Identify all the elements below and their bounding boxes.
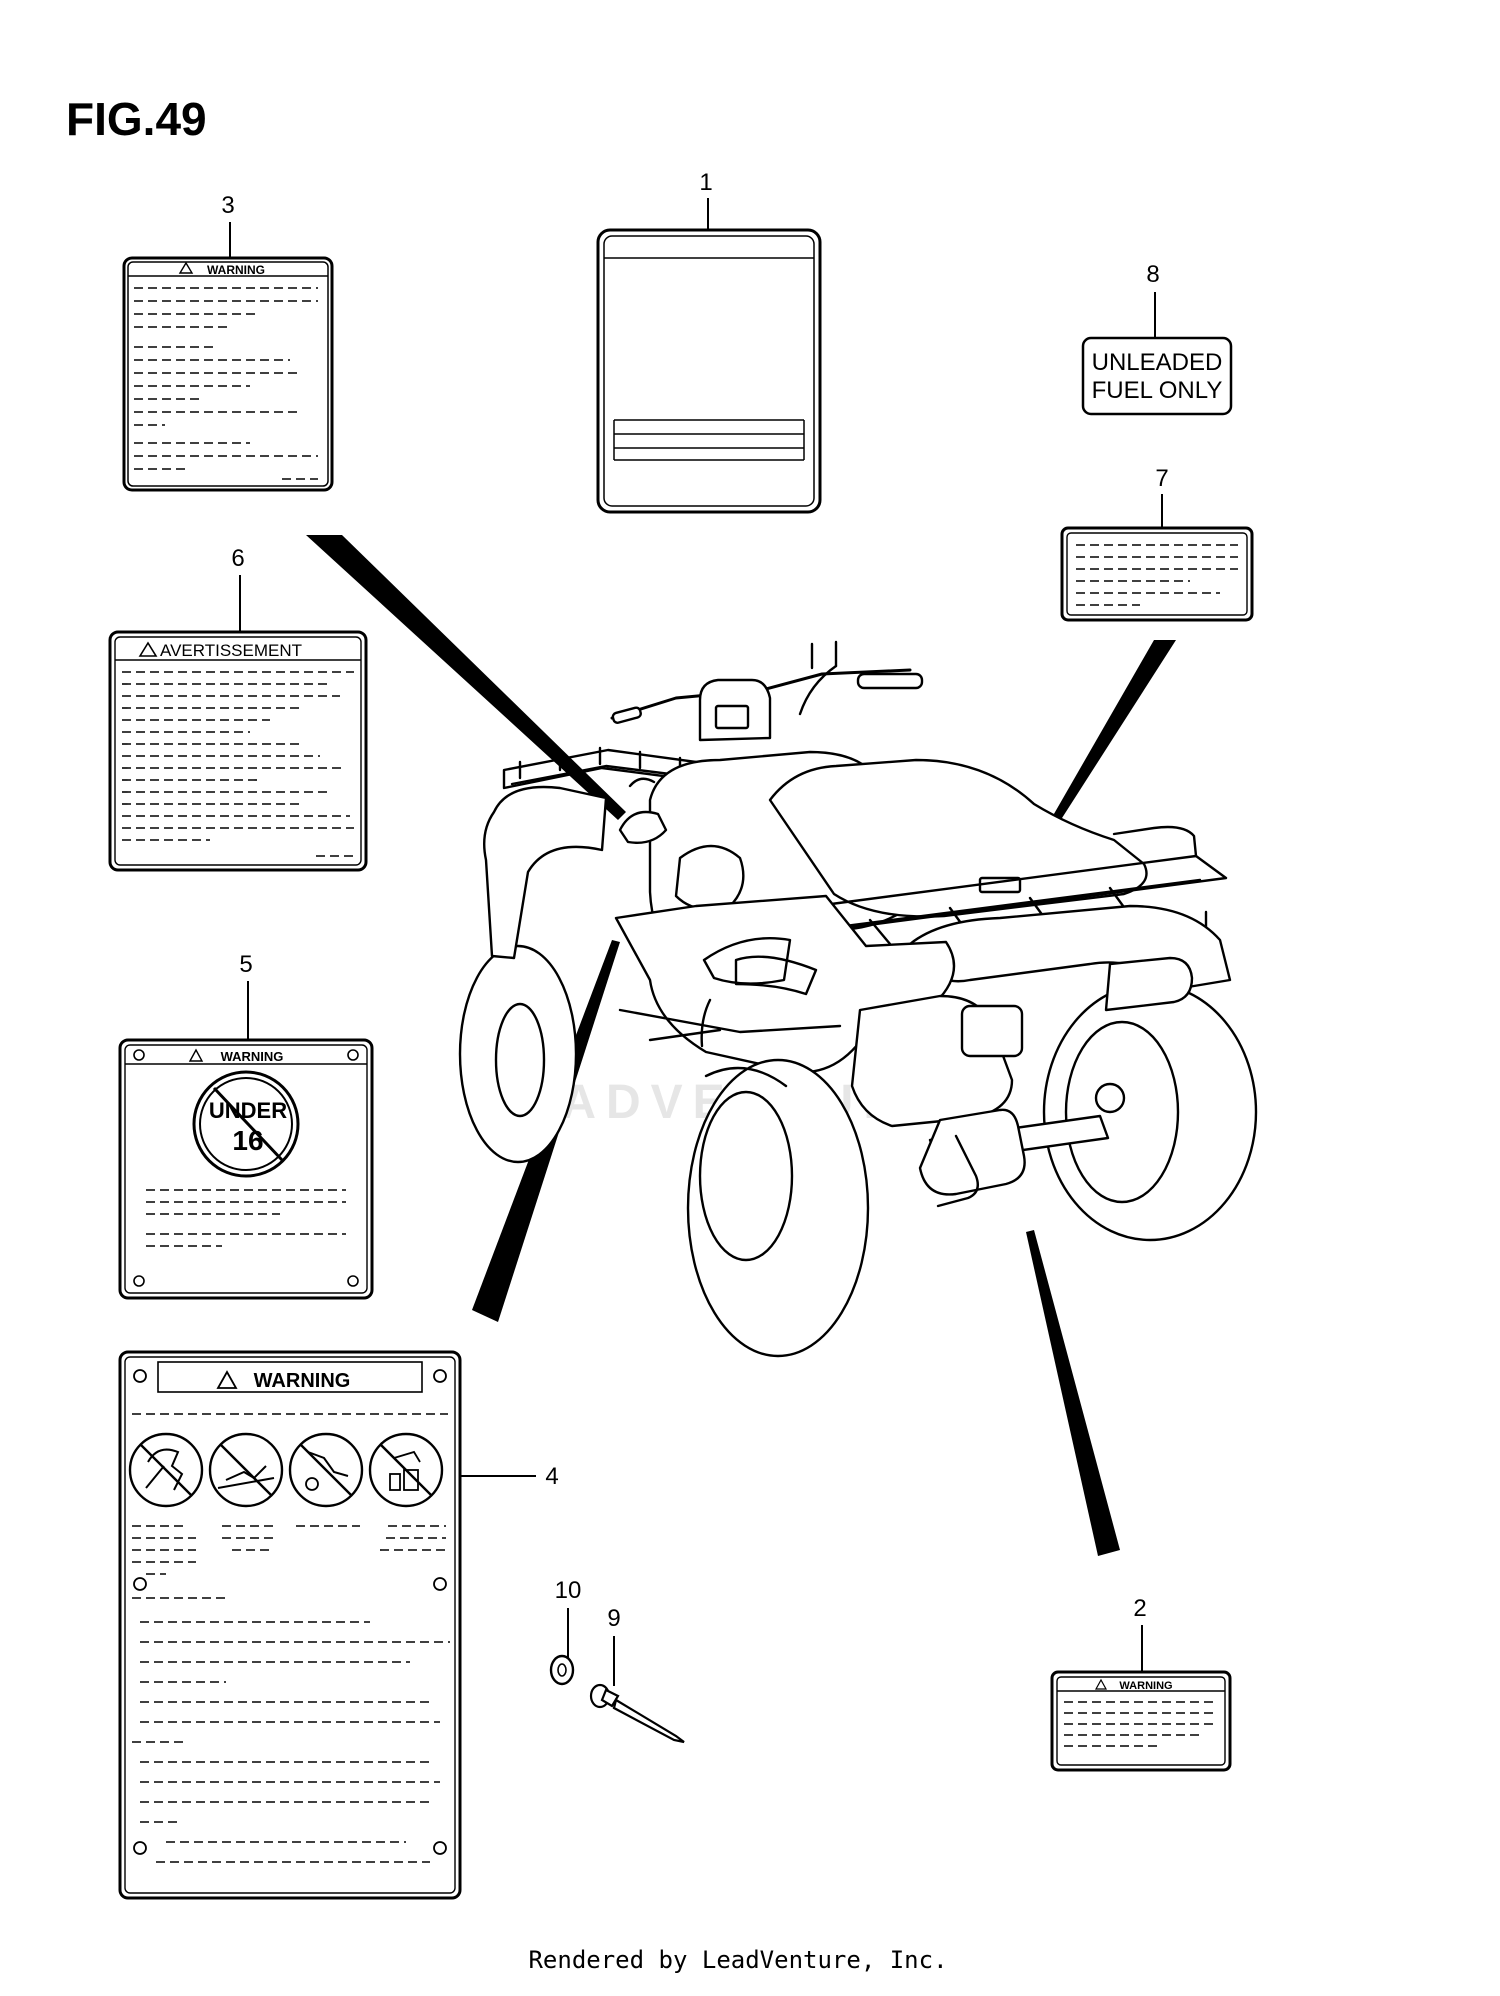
decal-3-header: WARNING (207, 263, 265, 277)
front-near-wheel-rim (698, 1090, 794, 1262)
footer-credit: Rendered by LeadVenture, Inc. (528, 1946, 947, 1974)
pointer-decal-2 (1026, 1230, 1120, 1556)
figure-title: FIG.49 (66, 93, 207, 145)
decal-1-label[interactable]: 1 (596, 169, 822, 514)
part-10-washer[interactable]: 10 (549, 1577, 582, 1686)
pointer-decal-7 (1024, 640, 1176, 868)
under16-text-line1: UNDER (209, 1098, 287, 1123)
rear-hub (1094, 1082, 1126, 1114)
callout-9: 9 (607, 1605, 620, 1632)
decal-6-avertissement-label[interactable]: 6 AVERTISSEMENT (108, 545, 368, 872)
no-stunt-riding-icon (288, 1432, 364, 1508)
no-paved-road-icon (208, 1432, 284, 1508)
under16-text-line2: 16 (232, 1125, 263, 1156)
callout-3: 3 (221, 192, 234, 219)
warning-triangle-icon (188, 1048, 204, 1062)
decal-8-fuel-label[interactable]: 8 UNLEADED FUEL ONLY (1081, 261, 1233, 416)
warning-triangle-icon (178, 261, 194, 274)
callout-10: 10 (555, 1577, 582, 1604)
decal-2-warning-label[interactable]: 2 WARNING (1050, 1595, 1232, 1772)
decal-5-header: WARNING (221, 1049, 284, 1064)
callout-1: 1 (699, 169, 712, 196)
part-9-rivet[interactable]: 9 (589, 1605, 685, 1744)
atv-illustration (458, 640, 1258, 1358)
decal-5-under16-label[interactable]: 5 WARNING UNDER 16 (118, 951, 374, 1300)
decal-3-warning-label[interactable]: 3 WARNING (122, 192, 334, 492)
warning-triangle-icon (1094, 1678, 1108, 1690)
washer-icon (549, 1654, 575, 1686)
fuel-text-line1: UNLEADED (1092, 349, 1223, 376)
callout-2: 2 (1133, 1595, 1146, 1622)
callout-6: 6 (231, 545, 244, 572)
no-alcohol-drugs-icon (368, 1432, 444, 1508)
warning-triangle-icon (138, 641, 158, 657)
decal-4-warning-label[interactable]: WARNING (118, 1350, 559, 1900)
decal-6-header: AVERTISSEMENT (160, 641, 302, 660)
fuel-text-line2: FUEL ONLY (1092, 377, 1223, 404)
callout-4: 4 (545, 1463, 558, 1490)
rear-far-wheel-rim (494, 1002, 546, 1118)
decal-4-header: WARNING (254, 1370, 351, 1392)
callout-5: 5 (239, 951, 252, 978)
warning-triangle-icon (216, 1370, 238, 1389)
rivet-icon (589, 1683, 685, 1744)
frame-footwell (614, 894, 956, 1074)
callout-7: 7 (1155, 465, 1168, 492)
exhaust-muffler (1104, 956, 1194, 1012)
rear-right-wheel-rim (1064, 1020, 1180, 1204)
pointer-decal-3 (306, 535, 626, 820)
no-passenger-icon (128, 1432, 204, 1508)
decal-2-header: WARNING (1119, 1680, 1172, 1692)
callout-8: 8 (1146, 261, 1159, 288)
front-fender (483, 785, 608, 960)
no-under-16-icon: UNDER 16 (192, 1070, 300, 1178)
decal-7-label[interactable]: 7 (1060, 465, 1254, 622)
